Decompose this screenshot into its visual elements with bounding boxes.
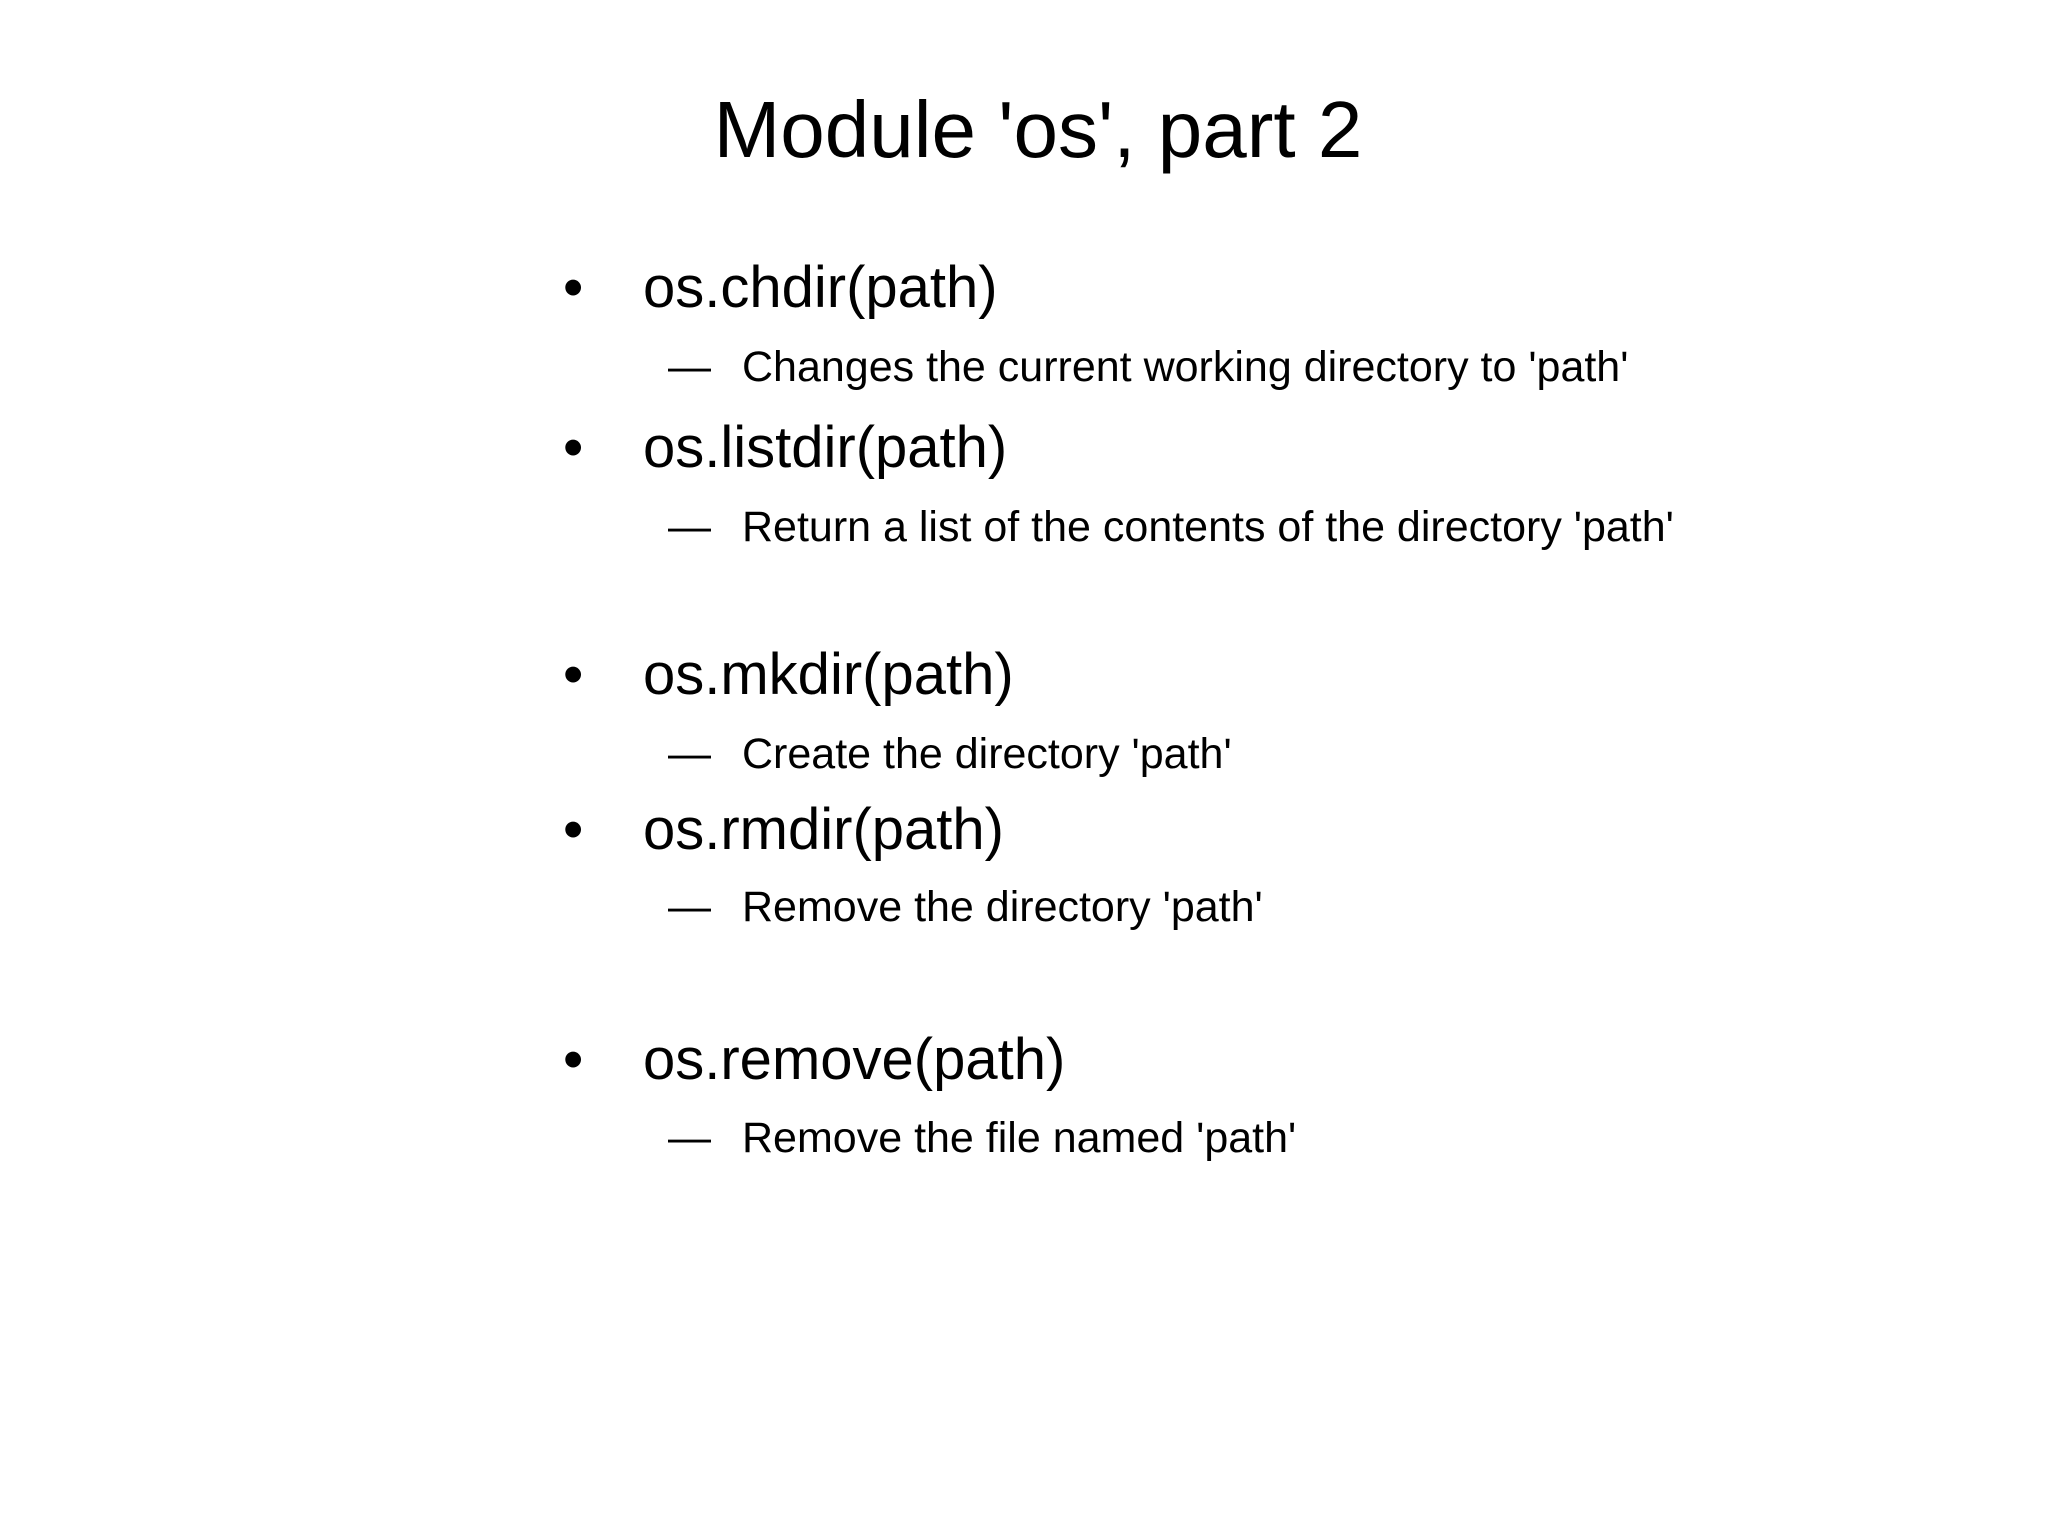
dash-icon: — (668, 883, 711, 931)
bullet-icon: • (563, 642, 584, 707)
bullet-icon: • (563, 255, 584, 320)
sub-bullet-os-mkdir: — Create the directory 'path' (668, 733, 1232, 776)
function-description: Remove the file named 'path' (742, 1114, 1297, 1162)
dash-icon: — (668, 730, 711, 778)
bullet-item-os-listdir: •os.listdir(path) (563, 419, 1007, 477)
dash-icon: — (668, 1114, 711, 1162)
bullet-icon: • (563, 415, 584, 480)
sub-bullet-os-rmdir: — Remove the directory 'path' (668, 886, 1263, 929)
bullet-item-os-mkdir: •os.mkdir(path) (563, 646, 1014, 704)
bullet-item-os-remove: •os.remove(path) (563, 1031, 1065, 1089)
dash-icon: — (668, 503, 711, 551)
function-name: os.remove(path) (643, 1027, 1066, 1092)
function-description: Create the directory 'path' (742, 730, 1232, 778)
bullet-icon: • (563, 797, 584, 862)
function-name: os.rmdir(path) (643, 797, 1004, 862)
bullet-icon: • (563, 1027, 584, 1092)
function-name: os.chdir(path) (643, 255, 998, 320)
slide-title: Module 'os', part 2 (713, 85, 1363, 174)
function-name: os.listdir(path) (643, 415, 1008, 480)
function-description: Return a list of the contents of the dir… (742, 503, 1674, 551)
bullet-item-os-chdir: •os.chdir(path) (563, 259, 998, 317)
function-description: Changes the current working directory to… (742, 343, 1629, 391)
dash-icon: — (668, 343, 711, 391)
sub-bullet-os-listdir: — Return a list of the contents of the di… (668, 506, 1674, 549)
sub-bullet-os-chdir: — Changes the current working directory t… (668, 346, 1628, 389)
bullet-item-os-rmdir: •os.rmdir(path) (563, 801, 1004, 859)
sub-bullet-os-remove: — Remove the file named 'path' (668, 1117, 1296, 1160)
function-description: Remove the directory 'path' (742, 883, 1263, 931)
function-name: os.mkdir(path) (643, 642, 1014, 707)
